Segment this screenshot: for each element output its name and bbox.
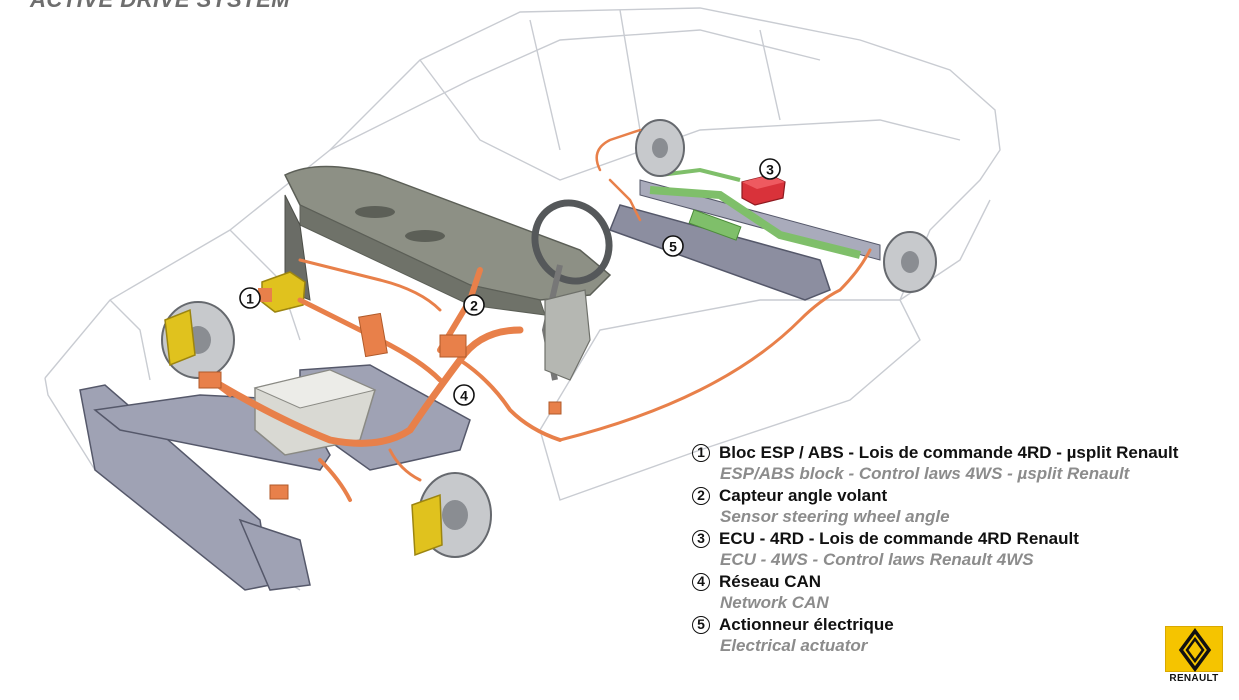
legend-label-en: ECU - 4WS - Control laws Renault 4WS bbox=[720, 550, 1034, 570]
legend-item-2: 2 Capteur angle volant Sensor steering wh… bbox=[692, 485, 1232, 528]
legend-label-en: Network CAN bbox=[720, 593, 829, 613]
legend-number: 2 bbox=[692, 486, 710, 505]
steering-wheel bbox=[531, 199, 613, 285]
callout-4: 4 bbox=[453, 384, 475, 406]
front-right-brake bbox=[411, 472, 492, 558]
callout-1: 1 bbox=[239, 287, 261, 309]
callout-number: 2 bbox=[470, 298, 478, 314]
legend-label-en: Sensor steering wheel angle bbox=[720, 507, 950, 527]
harness-connectors bbox=[198, 312, 562, 500]
brand-name: RENAULT bbox=[1169, 673, 1219, 684]
legend-number: 3 bbox=[692, 529, 710, 548]
legend-item-5: 5 Actionneur électrique Electrical actuat… bbox=[692, 614, 1232, 657]
legend-label-en: Electrical actuator bbox=[720, 636, 868, 656]
legend-label-en: ESP/ABS block - Control laws 4WS - µspli… bbox=[720, 464, 1130, 484]
battery bbox=[253, 369, 377, 456]
page-title: ACTIVE DRIVE SYSTEM bbox=[30, 0, 290, 13]
dashboard bbox=[283, 165, 612, 316]
callout-number: 4 bbox=[460, 388, 468, 404]
legend-item-3: 3 ECU - 4RD - Lois de commande 4RD Renaul… bbox=[692, 528, 1232, 571]
renault-diamond-icon bbox=[1165, 626, 1223, 672]
legend-label-fr: Capteur angle volant bbox=[719, 485, 888, 505]
callout-2: 2 bbox=[463, 294, 485, 316]
rear-right-disc bbox=[883, 231, 937, 293]
callout-number: 1 bbox=[246, 291, 254, 307]
callout-number: 5 bbox=[669, 239, 677, 255]
legend-item-1: 1 Bloc ESP / ABS - Lois de commande 4RD -… bbox=[692, 442, 1232, 485]
legend-label-fr: Réseau CAN bbox=[719, 571, 822, 591]
callout-5: 5 bbox=[662, 235, 684, 257]
legend-label-fr: Bloc ESP / ABS - Lois de commande 4RD - … bbox=[719, 442, 1179, 462]
renault-logo: RENAULT bbox=[1165, 626, 1223, 684]
rear-axle bbox=[609, 167, 881, 301]
legend-label-fr: ECU - 4RD - Lois de commande 4RD Renault bbox=[719, 528, 1079, 548]
legend-item-4: 4 Réseau CAN Network CAN bbox=[692, 571, 1232, 614]
callout-number: 3 bbox=[766, 162, 774, 178]
esp-abs-block bbox=[258, 271, 306, 313]
ecu-4rd-unit bbox=[741, 174, 786, 206]
rear-left-disc bbox=[635, 119, 685, 177]
front-left-brake bbox=[161, 301, 235, 379]
legend-number: 4 bbox=[692, 572, 710, 591]
legend-number: 1 bbox=[692, 443, 710, 462]
seat-panel bbox=[544, 289, 591, 381]
legend-number: 5 bbox=[692, 615, 710, 634]
callout-3: 3 bbox=[759, 158, 781, 180]
legend-label-fr: Actionneur électrique bbox=[719, 614, 894, 634]
legend: 1 Bloc ESP / ABS - Lois de commande 4RD -… bbox=[692, 442, 1232, 657]
